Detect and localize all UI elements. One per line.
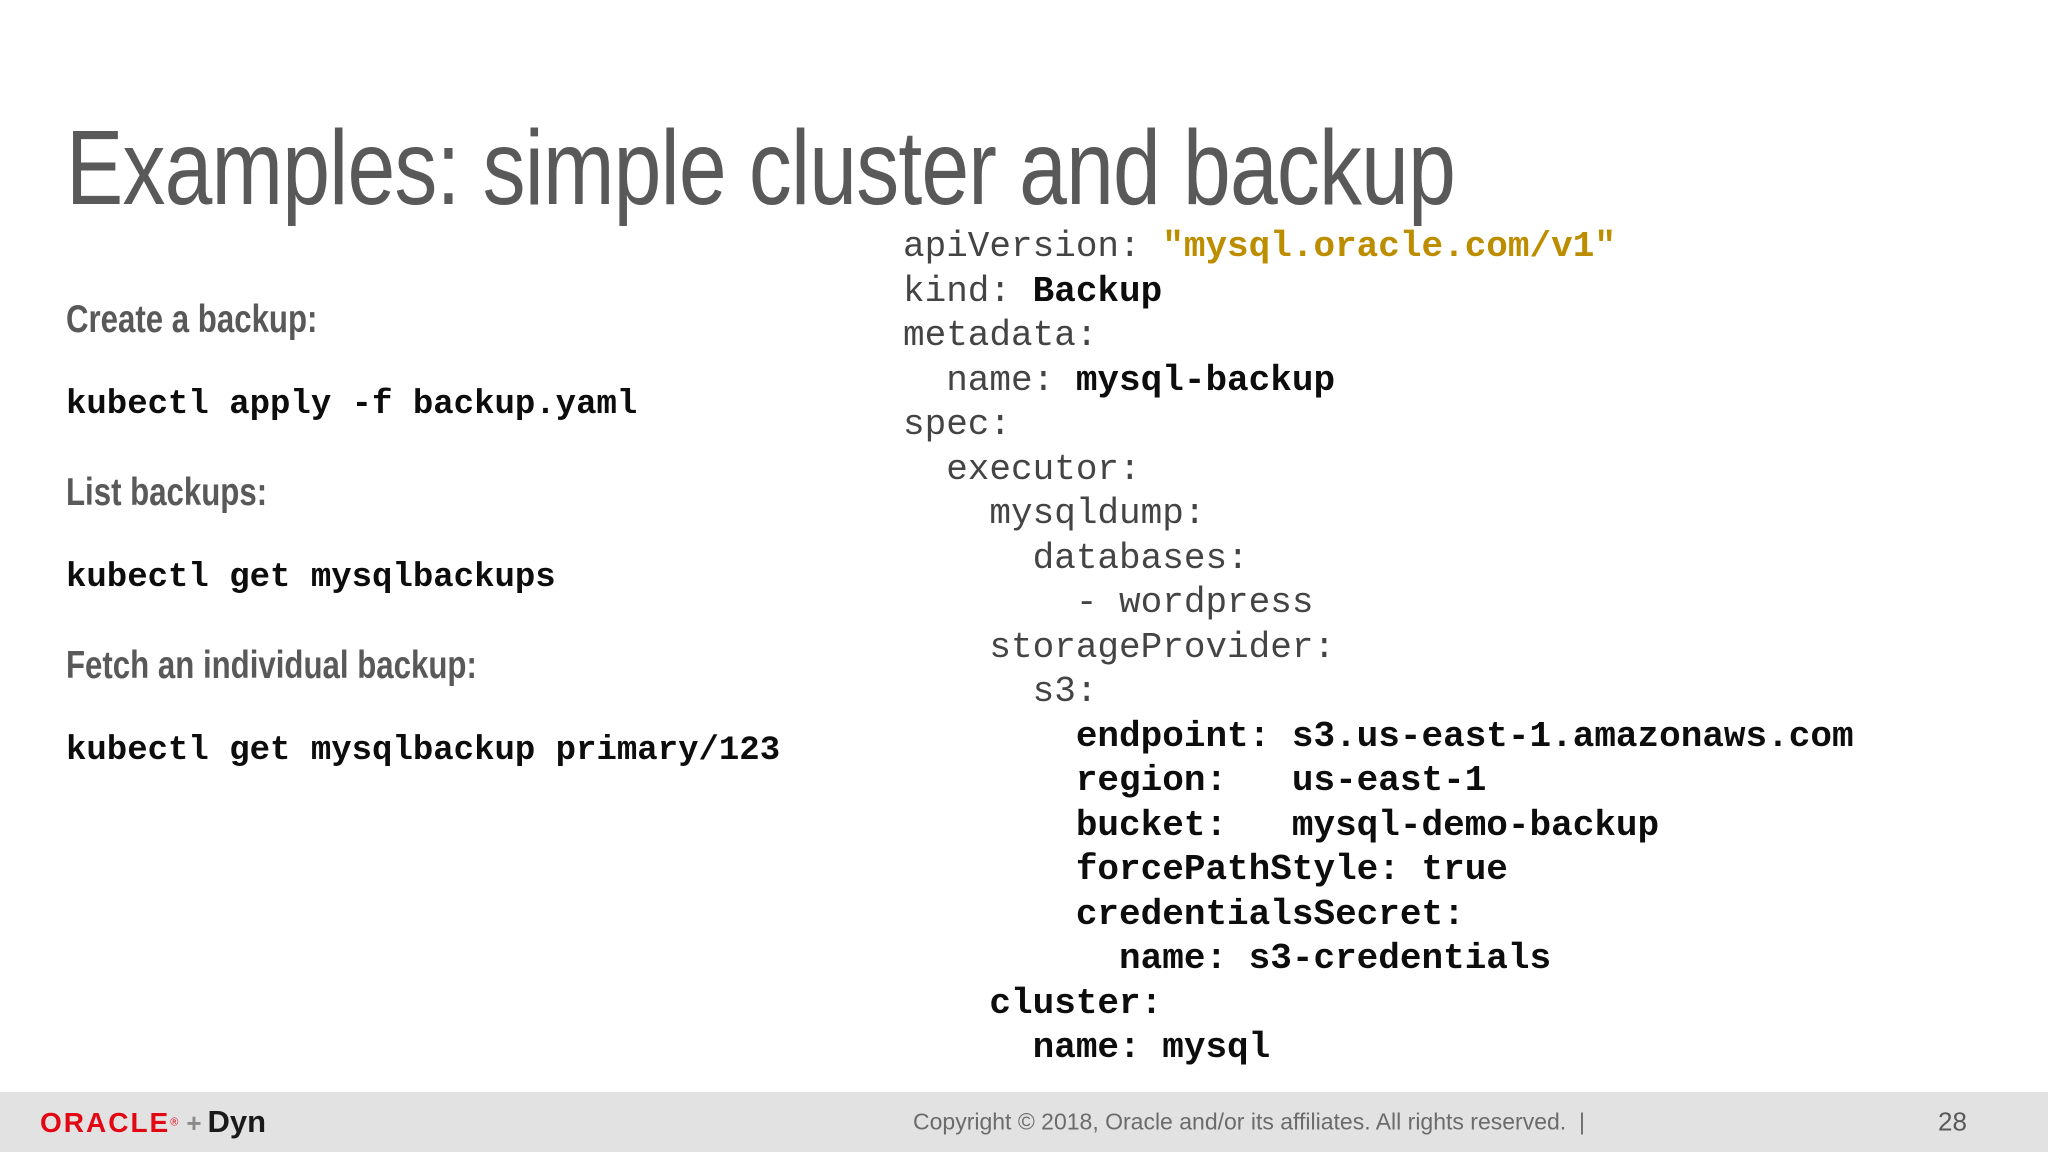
yaml-segment-value: credentialsSecret: bbox=[903, 893, 1465, 935]
command-text: kubectl get mysqlbackup primary/123 bbox=[66, 732, 781, 770]
yaml-segment-key: metadata: bbox=[903, 315, 1098, 356]
instructions-list: Create a backup: kubectl apply -f backup.… bbox=[66, 296, 780, 815]
plus-sign: + bbox=[186, 1108, 202, 1138]
yaml-segment-key: - wordpress bbox=[903, 582, 1314, 623]
yaml-segment-value: cluster: bbox=[903, 982, 1163, 1024]
yaml-line: apiVersion: "mysql.oracle.com/v1" bbox=[903, 225, 1854, 270]
yaml-segment-key: apiVersion: bbox=[903, 226, 1163, 267]
yaml-line: name: mysql bbox=[903, 1026, 1854, 1071]
page-number: 28 bbox=[1938, 1106, 1967, 1137]
yaml-segment-value: bucket: mysql-demo-backup bbox=[903, 804, 1660, 846]
yaml-segment-key: name: bbox=[903, 359, 1076, 401]
yaml-segment-key: s3: bbox=[903, 671, 1098, 712]
oracle-dyn-logo: ORACLE® +Dyn bbox=[40, 1104, 266, 1140]
yaml-line: region: us-east-1 bbox=[903, 759, 1854, 804]
instruction-label: Create a backup: bbox=[66, 298, 318, 341]
yaml-segment-key: kind: bbox=[903, 270, 1033, 312]
instruction-label: List backups: bbox=[66, 471, 268, 514]
yaml-line: - wordpress bbox=[903, 581, 1854, 626]
footer-bar: ORACLE® +Dyn Copyright © 2018, Oracle and… bbox=[0, 1092, 2048, 1152]
yaml-line: credentialsSecret: bbox=[903, 893, 1854, 938]
oracle-wordmark: ORACLE bbox=[40, 1107, 171, 1138]
command-text: kubectl get mysqlbackups bbox=[66, 559, 556, 597]
yaml-line: spec: bbox=[903, 403, 1854, 448]
yaml-line: kind: Backup bbox=[903, 270, 1854, 315]
yaml-segment-string: "mysql.oracle.com/v1" bbox=[1162, 226, 1616, 267]
yaml-line: forcePathStyle: true bbox=[903, 848, 1854, 893]
yaml-segment-value: forcePathStyle: true bbox=[903, 849, 1508, 890]
yaml-segment-value: mysql-backup bbox=[1075, 359, 1336, 401]
command-text: kubectl apply -f backup.yaml bbox=[66, 386, 638, 424]
yaml-line: endpoint: s3.us-east-1.amazonaws.com bbox=[903, 715, 1854, 760]
yaml-segment-value: name: mysql bbox=[903, 1027, 1271, 1068]
yaml-segment-key: storageProvider: bbox=[903, 626, 1336, 668]
yaml-line: databases: bbox=[903, 537, 1854, 582]
yaml-segment-value: name: s3-credentials bbox=[903, 938, 1552, 979]
yaml-line: bucket: mysql-demo-backup bbox=[903, 804, 1854, 849]
registered-trademark-icon: ® bbox=[170, 1116, 179, 1129]
yaml-segment-key: executor: bbox=[903, 448, 1141, 490]
yaml-line: executor: bbox=[903, 448, 1854, 493]
yaml-segment-value: region: us-east-1 bbox=[903, 760, 1487, 801]
yaml-segment-key: mysqldump: bbox=[903, 493, 1206, 534]
yaml-line: mysqldump: bbox=[903, 492, 1854, 537]
yaml-line: storageProvider: bbox=[903, 626, 1854, 671]
instruction-label: Fetch an individual backup: bbox=[66, 644, 477, 687]
yaml-line: name: s3-credentials bbox=[903, 937, 1854, 982]
dyn-wordmark: Dyn bbox=[207, 1104, 267, 1139]
slide-title: Examples: simple cluster and backup bbox=[66, 109, 1456, 227]
yaml-line: metadata: bbox=[903, 314, 1854, 359]
copyright-text: Copyright © 2018, Oracle and/or its affi… bbox=[913, 1108, 1585, 1135]
yaml-segment-key: spec: bbox=[903, 404, 1012, 445]
yaml-segment-key: databases: bbox=[903, 537, 1249, 579]
yaml-line: s3: bbox=[903, 670, 1854, 715]
yaml-segment-value: Backup bbox=[1032, 270, 1163, 312]
yaml-code-block: apiVersion: "mysql.oracle.com/v1"kind: B… bbox=[903, 225, 1854, 1071]
yaml-line: cluster: bbox=[903, 982, 1854, 1027]
yaml-segment-value: endpoint: s3.us-east-1.amazonaws.com bbox=[903, 715, 1854, 757]
yaml-line: name: mysql-backup bbox=[903, 359, 1854, 404]
